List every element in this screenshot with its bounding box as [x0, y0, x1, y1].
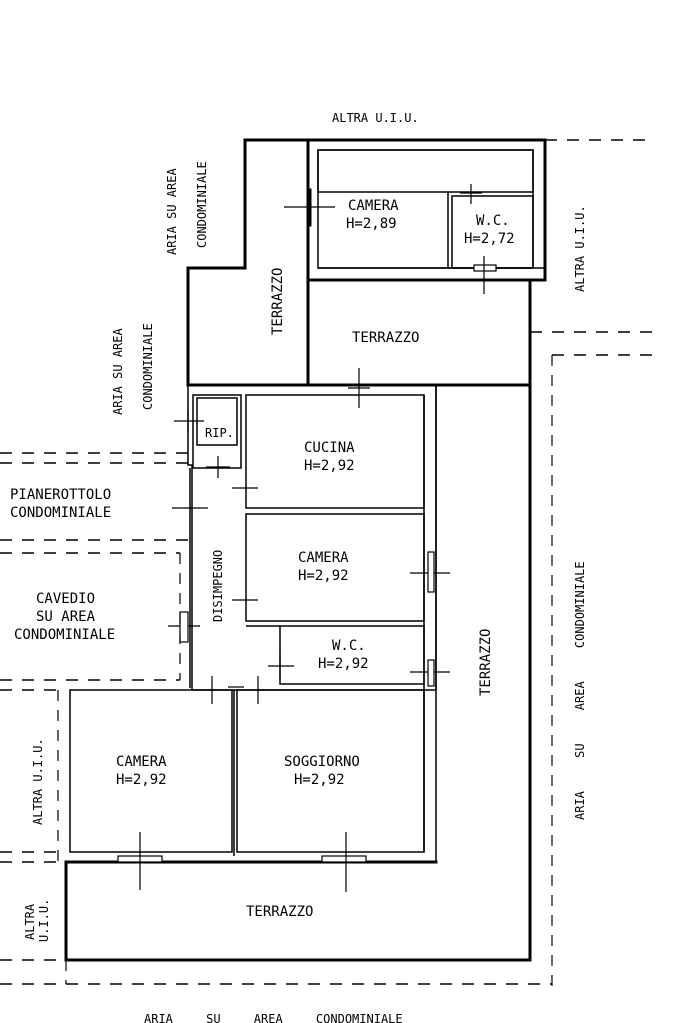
label-camera-top-height: H=2,89 [346, 216, 397, 232]
label-altra-uiu-right: ALTRA U.I.U. [573, 205, 587, 292]
label-terrazzo-bottom: TERRAZZO [246, 904, 313, 920]
label-camera-bottom-height: H=2,92 [116, 772, 167, 788]
label-altra-uiu-bottom-left-2: U.I.U. [37, 899, 51, 942]
label-disimpegno: DISIMPEGNO [211, 550, 225, 622]
interior-walls [69, 368, 450, 892]
label-aria-area-right: ARIA SU AREA CONDOMINIALE [573, 561, 587, 820]
label-pianerottolo-1: PIANEROTTOLO [10, 487, 111, 503]
label-terrazzo-vertical-left: TERRAZZO [270, 268, 286, 335]
label-wc-top: W.C. [476, 213, 510, 229]
label-soggiorno: SOGGIORNO [284, 754, 360, 770]
top-rooms-walls [284, 149, 545, 294]
label-cavedio-2: SU AREA [36, 609, 96, 625]
label-camera-mid: CAMERA [298, 550, 349, 566]
label-aria-area-top-left-2: CONDOMINIALE [195, 161, 209, 248]
label-cucina: CUCINA [304, 440, 355, 456]
label-altra-uiu-bottom-left-1: ALTRA [23, 903, 37, 940]
label-aria-area-top-left-1: ARIA SU AREA [165, 168, 179, 255]
label-cavedio-3: CONDOMINIALE [14, 627, 115, 643]
label-terrazzo-vertical-right: TERRAZZO [478, 629, 494, 696]
room-labels: ALTRA U.I.U. ARIA SU AREA CONDOMINIALE A… [10, 111, 587, 1023]
label-pianerottolo-2: CONDOMINIALE [10, 505, 111, 521]
label-cavedio-1: CAVEDIO [36, 591, 95, 607]
label-wc-mid: W.C. [332, 638, 366, 654]
label-altra-uiu-left: ALTRA U.I.U. [31, 738, 45, 825]
label-wc-top-height: H=2,72 [464, 231, 515, 247]
label-soggiorno-height: H=2,92 [294, 772, 345, 788]
label-cucina-height: H=2,92 [304, 458, 355, 474]
exterior-walls [64, 138, 547, 962]
label-terrazzo-upper: TERRAZZO [352, 330, 419, 346]
label-aria-area-left-2: CONDOMINIALE [141, 323, 155, 410]
dashed-boundaries [0, 139, 655, 990]
label-aria-area-bottom: ARIA SU AREA CONDOMINIALE [144, 1012, 403, 1023]
label-rip: RIP. [205, 426, 234, 440]
label-camera-bottom: CAMERA [116, 754, 167, 770]
label-camera-top: CAMERA [348, 198, 399, 214]
label-wc-mid-height: H=2,92 [318, 656, 369, 672]
label-aria-area-left-1: ARIA SU AREA [111, 328, 125, 415]
label-camera-mid-height: H=2,92 [298, 568, 349, 584]
label-altra-uiu-top: ALTRA U.I.U. [332, 111, 419, 125]
